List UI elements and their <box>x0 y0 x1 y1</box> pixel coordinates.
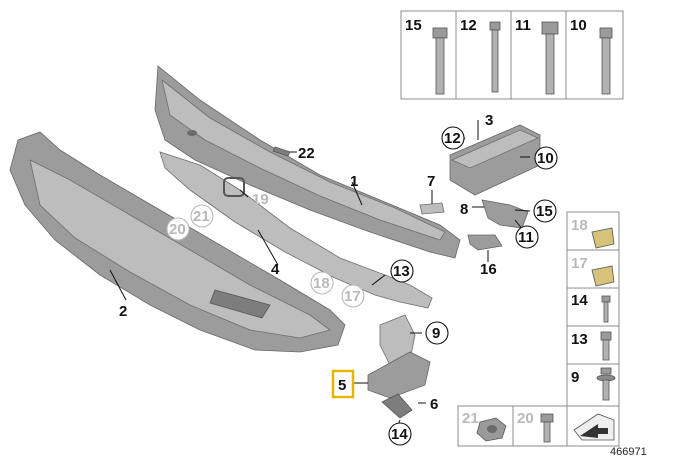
clip-nut-18-icon <box>591 227 615 249</box>
flange-screw-9-icon <box>596 367 616 401</box>
callout-7: 7 <box>427 173 435 190</box>
bolt-11-icon <box>541 21 559 95</box>
nut-21-icon <box>476 417 507 442</box>
callout-20: 20 <box>169 221 186 238</box>
diagram-reference-number: 466971 <box>610 446 647 458</box>
bolt-10-icon <box>599 27 613 95</box>
side-label-2: 17 <box>571 255 588 272</box>
bottom-label-1: 21 <box>462 410 479 427</box>
callout-10: 10 <box>537 150 554 167</box>
part-4-absorber <box>159 151 433 309</box>
screw-14-icon <box>601 295 611 323</box>
top-label-2: 12 <box>460 17 477 34</box>
top-label-3: 11 <box>515 17 531 34</box>
callout-21: 21 <box>193 208 210 225</box>
callout-15: 15 <box>536 203 553 220</box>
clip-nut-17-icon <box>591 265 615 287</box>
top-label-1: 15 <box>405 17 422 34</box>
callout-8: 8 <box>460 201 468 218</box>
side-label-3: 14 <box>571 292 588 309</box>
top-label-4: 10 <box>570 17 587 34</box>
callout-19: 19 <box>252 191 269 208</box>
part-2-carrier <box>9 131 346 353</box>
callout-17: 17 <box>344 288 361 305</box>
part-8-bracket <box>481 199 529 229</box>
side-label-1: 18 <box>571 217 588 234</box>
callout-9: 9 <box>432 325 440 342</box>
part-1-beam <box>154 65 461 259</box>
bottom-label-2: 20 <box>517 410 534 427</box>
part-7-clip <box>419 202 445 215</box>
callout-22: 22 <box>298 145 315 162</box>
callout-13: 13 <box>393 263 410 280</box>
callout-16: 16 <box>480 261 497 278</box>
side-label-5: 9 <box>571 369 579 386</box>
callout-12: 12 <box>444 130 461 147</box>
bottom-fastener-panel: 21 20 <box>457 405 620 447</box>
bolt-15-icon <box>432 27 448 95</box>
circled-callouts: 12 10 15 11 13 9 14 21 20 18 17 <box>166 126 558 446</box>
screw-13-icon <box>600 331 612 361</box>
callouts: 1 2 3 4 6 7 8 16 22 19 <box>119 112 497 413</box>
callout-2: 2 <box>119 303 127 320</box>
arrow-icon <box>573 413 615 441</box>
part-16-clip <box>467 234 503 251</box>
part-5-crashbox <box>367 314 431 399</box>
part-6-insert <box>381 393 413 419</box>
part-22-pin <box>272 146 291 157</box>
top-fastener-panel: 15 12 11 10 <box>400 10 624 100</box>
side-label-4: 13 <box>571 331 588 348</box>
callout-5-highlight[interactable]: 5 <box>331 369 355 399</box>
callout-4: 4 <box>271 261 280 278</box>
callout-5: 5 <box>338 377 346 394</box>
callout-14: 14 <box>391 426 408 443</box>
callout-11: 11 <box>518 229 534 246</box>
callout-3: 3 <box>485 112 493 129</box>
callout-1: 1 <box>350 173 358 190</box>
side-fastener-panel: 18 17 14 13 9 <box>566 211 620 407</box>
screw-20-icon <box>540 413 554 443</box>
bolt-12-icon <box>489 21 501 93</box>
callout-18: 18 <box>313 275 330 292</box>
callout-6: 6 <box>430 396 438 413</box>
